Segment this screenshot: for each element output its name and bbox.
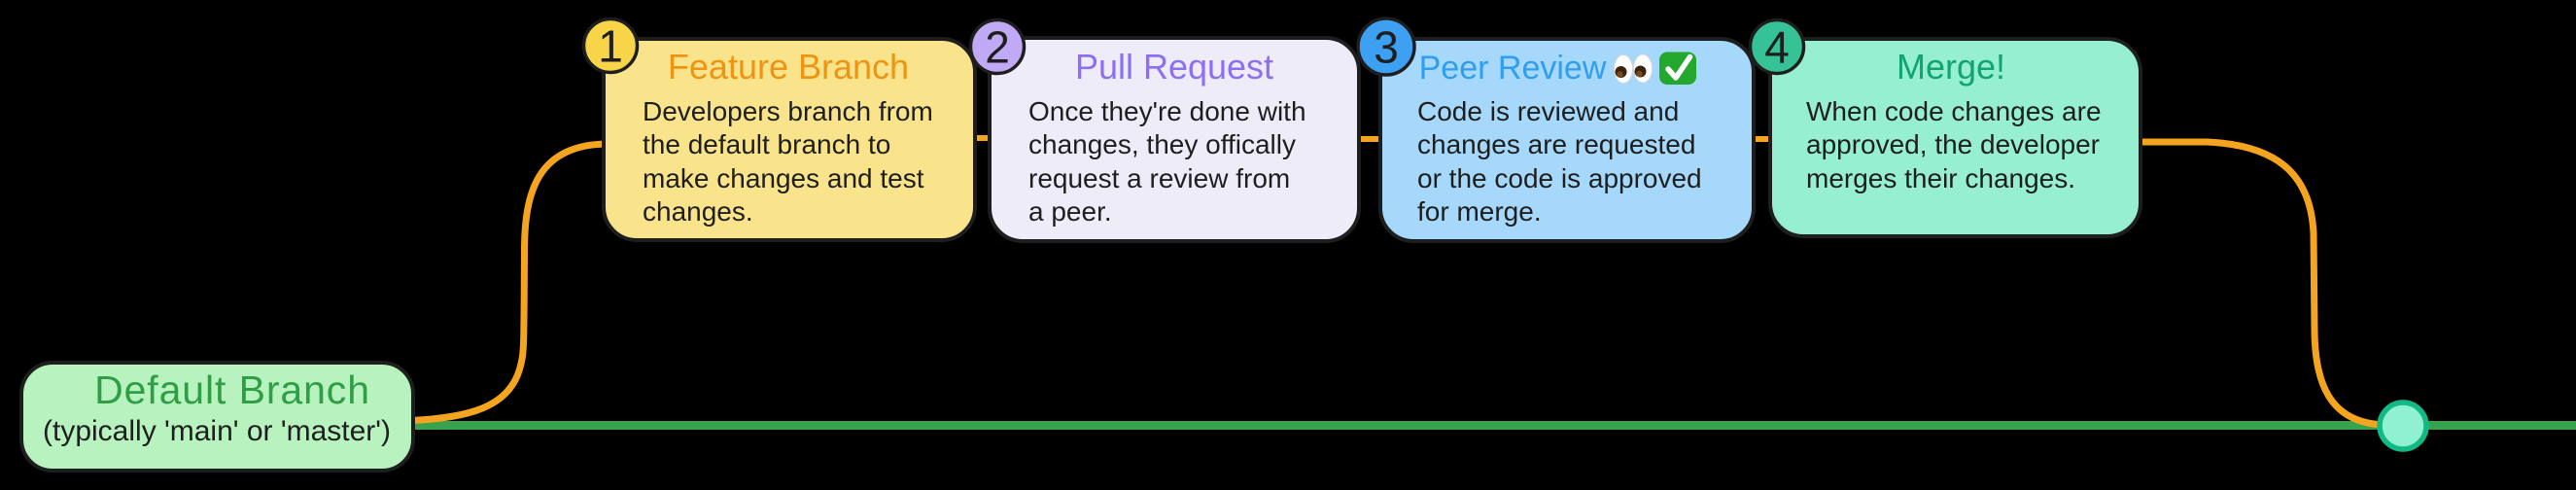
svg-text:1: 1 <box>598 21 623 72</box>
svg-text:4: 4 <box>1764 22 1790 73</box>
svg-text:or the code is approved: or the code is approved <box>1417 163 1702 193</box>
svg-text:changes, they offically: changes, they offically <box>1028 129 1296 159</box>
svg-text:Code is reviewed and: Code is reviewed and <box>1417 96 1679 126</box>
svg-text:Default Branch: Default Branch <box>94 368 370 412</box>
svg-text:changes are requested: changes are requested <box>1417 129 1695 159</box>
svg-text:Merge!: Merge! <box>1897 47 2005 87</box>
svg-text:approved, the developer: approved, the developer <box>1806 129 2100 159</box>
svg-text:a peer.: a peer. <box>1028 196 1112 227</box>
svg-text:(typically 'main' or 'master'): (typically 'main' or 'master') <box>43 415 391 447</box>
svg-text:for merge.: for merge. <box>1417 196 1542 227</box>
svg-text:Once they're done with: Once they're done with <box>1028 96 1306 126</box>
svg-text:Peer Review: Peer Review <box>1419 50 1607 87</box>
svg-text:Developers branch from: Developers branch from <box>643 96 933 126</box>
svg-text:Pull Request: Pull Request <box>1075 47 1273 87</box>
svg-text:When code changes are: When code changes are <box>1806 96 2102 126</box>
svg-text:make changes and test: make changes and test <box>643 163 924 193</box>
svg-text:the default branch to: the default branch to <box>643 129 890 159</box>
svg-text:2: 2 <box>985 22 1010 73</box>
svg-text:changes.: changes. <box>643 196 753 227</box>
svg-text:request a review from: request a review from <box>1028 163 1290 193</box>
svg-text:merges their changes.: merges their changes. <box>1806 163 2075 193</box>
svg-text:Feature Branch: Feature Branch <box>668 47 909 87</box>
svg-text:3: 3 <box>1374 22 1399 73</box>
